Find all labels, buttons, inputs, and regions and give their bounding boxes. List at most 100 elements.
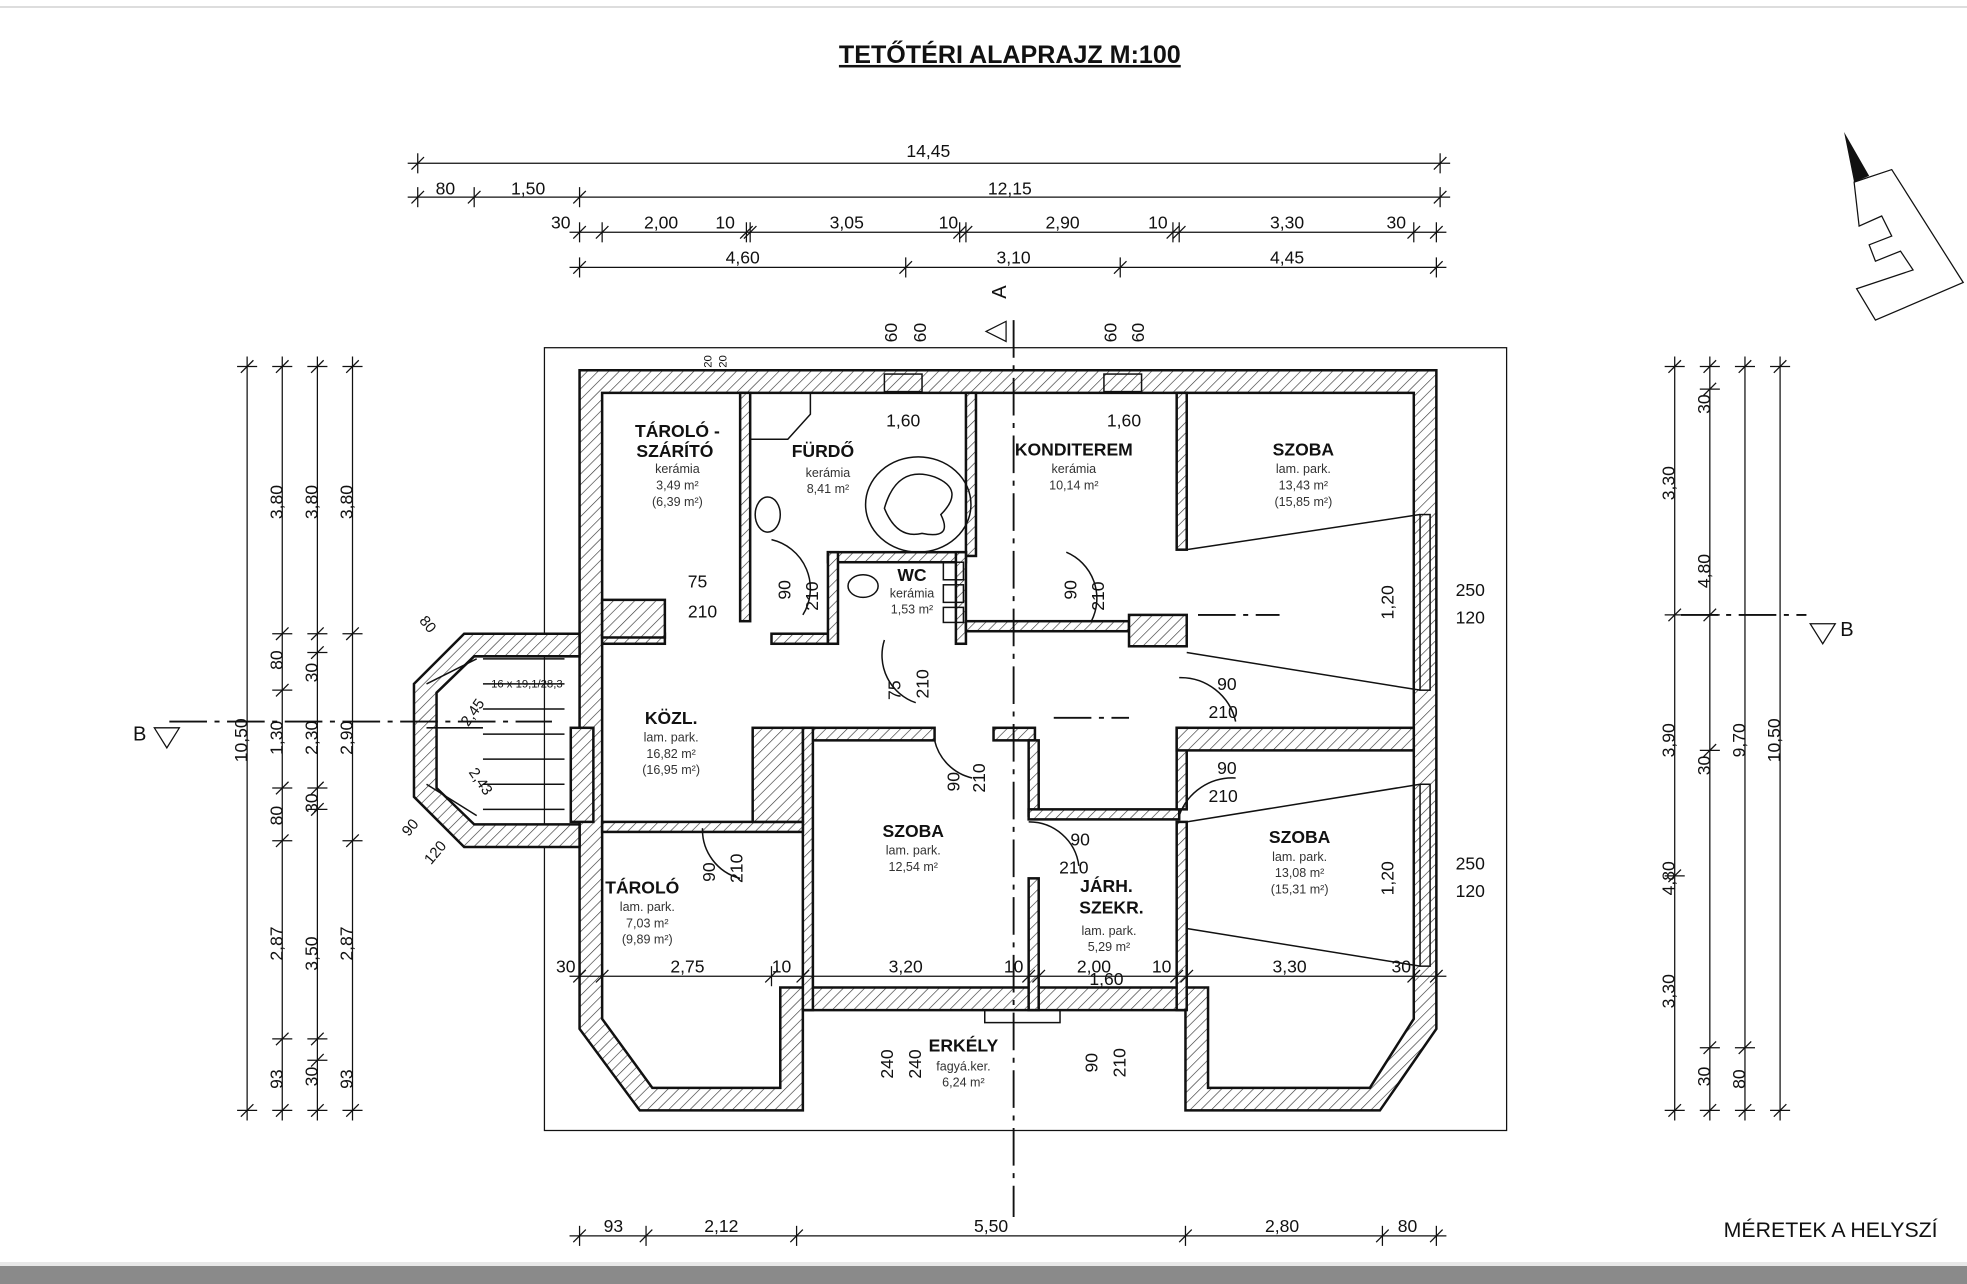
dimension-line — [572, 969, 587, 983]
svg-text:WC: WC — [897, 565, 927, 585]
door-dim: 90 — [1082, 1053, 1102, 1073]
dimension-line — [572, 1229, 587, 1243]
dimension-line — [1113, 260, 1127, 275]
dim-label: 80 — [1729, 1069, 1749, 1089]
dimension-line — [764, 969, 779, 983]
dimension-line — [1703, 382, 1717, 396]
dim-label: 3,20 — [889, 956, 923, 976]
svg-text:FÜRDŐ: FÜRDŐ — [792, 440, 854, 461]
dimension-line — [345, 833, 360, 848]
roof-outline — [543, 347, 1508, 1132]
window-dim: 1,60 — [1107, 411, 1141, 431]
dim-label: 80 — [436, 179, 456, 199]
window-dim: 250 — [1456, 854, 1486, 874]
door-dim: 90 — [944, 772, 964, 792]
window-dim: 120 — [1456, 881, 1486, 901]
svg-text:SZOBA: SZOBA — [1269, 827, 1331, 847]
dim-label: 30 — [556, 956, 576, 976]
dim-label: 93 — [266, 1069, 286, 1089]
dim-label: 3,30 — [1659, 466, 1679, 500]
window-dim: 250 — [1456, 580, 1486, 600]
dimension-line — [1703, 1103, 1717, 1118]
dimension-line — [275, 359, 289, 374]
dim-label: 10,50 — [1764, 718, 1784, 762]
dimension-line — [1021, 969, 1036, 983]
dimension-line — [1375, 1229, 1390, 1243]
svg-text:lam. park.: lam. park. — [644, 731, 699, 745]
section-a-label: A — [989, 285, 1011, 299]
dim-label: 5,50 — [974, 1216, 1008, 1236]
dimension-line — [240, 359, 254, 374]
svg-text:lam. park.: lam. park. — [886, 844, 941, 858]
door-dim: 90 — [774, 580, 794, 600]
svg-text:(15,85 m²): (15,85 m²) — [1274, 495, 1332, 509]
dimension-line — [1703, 359, 1717, 374]
dimension-line — [310, 359, 325, 374]
room-tarolo-szarito: TÁROLÓ - SZÁRÍTÓ kerámia 3,49 m² (6,39 m… — [635, 420, 720, 509]
svg-text:(15,31 m²): (15,31 m²) — [1271, 882, 1329, 896]
dim-label: 4,60 — [726, 248, 760, 268]
dim-label: 30 — [301, 1067, 321, 1087]
dim-label: 30 — [1391, 956, 1411, 976]
dimension-line — [1178, 1229, 1193, 1243]
svg-text:KONDITEREM: KONDITEREM — [1015, 440, 1133, 460]
svg-text:lam. park.: lam. park. — [1272, 850, 1327, 864]
dimension-line — [275, 627, 289, 641]
svg-text:8,41 m²: 8,41 m² — [807, 482, 849, 496]
dimension-line — [275, 1032, 289, 1046]
room-konditerem: KONDITEREM kerámia 10,14 m² — [1015, 440, 1133, 493]
dimension-line — [1667, 608, 1682, 622]
dimension-line — [310, 645, 325, 660]
svg-text:SZOBA: SZOBA — [883, 821, 945, 841]
room-wc: WC kerámia 1,53 m² — [890, 565, 935, 617]
dimension-lines — [237, 153, 1791, 1246]
dimension-line — [1433, 156, 1447, 171]
dim-label: 9,70 — [1729, 723, 1749, 757]
north-arrow-icon — [1844, 131, 1965, 321]
dim-label: 30 — [301, 793, 321, 813]
dimensions-note: MÉRETEK A HELYSZÍ — [1724, 1217, 1938, 1242]
interior-walls — [569, 391, 1416, 1012]
door-dim: 90 — [1070, 830, 1090, 850]
opening-dims: 60 60 1,60 60 60 1,60 20 20 75 210 90 21… — [399, 323, 1485, 1079]
dims-top: 14,45 80 1,50 12,15 30 2,00 10 3,05 10 2… — [436, 141, 1407, 268]
window-dim: 1,60 — [886, 411, 920, 431]
dim-label: 10 — [1004, 956, 1024, 976]
dimension-line — [899, 260, 913, 275]
door-dim: 210 — [802, 581, 822, 611]
dimension-line — [310, 1032, 325, 1046]
dim-label: 2,90 — [337, 721, 357, 755]
dimension-line — [275, 1103, 289, 1118]
svg-text:TÁROLÓ -: TÁROLÓ - — [635, 420, 720, 441]
dimension-line — [1180, 969, 1194, 983]
dimension-line — [310, 1053, 325, 1067]
section-line-b — [169, 613, 1807, 723]
dimension-line — [1429, 225, 1444, 240]
top-border — [0, 6, 1967, 8]
dimension-line — [796, 969, 810, 983]
svg-text:6,24 m²: 6,24 m² — [942, 1076, 984, 1090]
svg-text:fagyá.ker.: fagyá.ker. — [936, 1059, 990, 1073]
dim-label: 14,45 — [906, 141, 950, 161]
dim-label: 2,87 — [266, 927, 286, 961]
dim-label: 2,90 — [1045, 213, 1079, 233]
erkely-dim: 240 — [905, 1049, 925, 1079]
dim-label: 2,12 — [704, 1216, 738, 1236]
dimension-line — [1433, 190, 1447, 204]
section-b-left-marker — [153, 727, 181, 750]
dimension-line — [1773, 359, 1787, 374]
dimension-line — [1738, 359, 1752, 374]
dim-label: 3,80 — [266, 485, 286, 519]
erkely-dim: 1,60 — [1089, 969, 1123, 989]
horizontal-scrollbar[interactable] — [0, 1262, 1967, 1284]
dim-label: 3,10 — [997, 248, 1031, 268]
room-furdo: FÜRDŐ kerámia 8,41 m² — [792, 440, 854, 496]
stair-dim: 120 — [421, 838, 450, 868]
dimension-line — [743, 225, 757, 240]
svg-text:(9,89 m²): (9,89 m²) — [622, 933, 673, 947]
dim-label: 10 — [772, 956, 792, 976]
dim-label: 2,00 — [1077, 956, 1111, 976]
door-dim: 90 — [1217, 674, 1237, 694]
dimension-line — [310, 781, 325, 795]
dimension-line — [572, 190, 587, 204]
